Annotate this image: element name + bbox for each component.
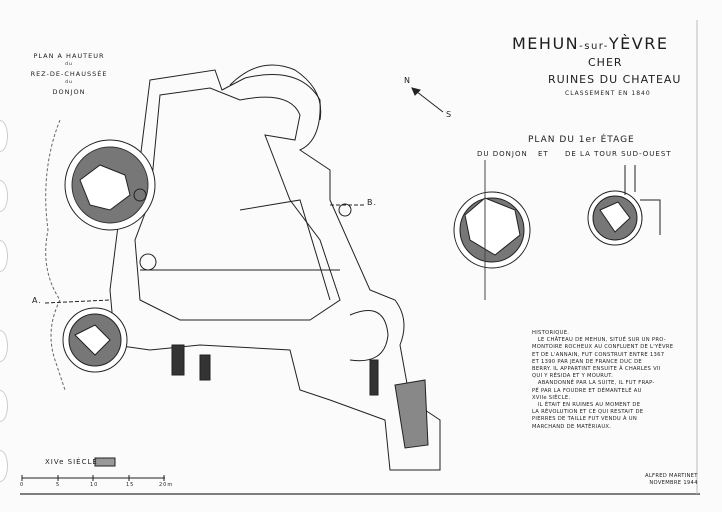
castle-outer-wall (109, 69, 441, 471)
scale-tick-label: 15 (126, 482, 135, 488)
well (139, 253, 157, 271)
north-arrowhead-icon (411, 87, 421, 96)
xiv-wall-remnant (199, 354, 211, 381)
subtitle: RUINES DU CHATEAU (548, 73, 682, 86)
southwest-tower-room (74, 324, 111, 356)
first-floor-et-label: ET (538, 150, 549, 158)
left-plan-label-2: du (65, 62, 73, 67)
inner-wall (239, 199, 331, 301)
south-tower (349, 310, 389, 362)
section-line-a (44, 299, 111, 304)
left-plan-label-1: PLAN A HAUTEUR (33, 52, 105, 60)
section-b-label: B. (367, 198, 378, 207)
xiv-wall-remnant (369, 359, 379, 396)
north-label: N (404, 76, 411, 85)
south-label: S (446, 110, 453, 119)
legend-label: XIVe SIÈCLE (45, 458, 98, 466)
section-a-label: A. (32, 296, 42, 305)
history-note: HISTORIQUE. LE CHÂTEAU DE MEHUN, SITUÉ S… (532, 330, 674, 430)
title: MEHUN-sur-YÈVRE (512, 34, 669, 53)
left-plan-label-4: du (65, 80, 73, 85)
left-plan-label-3: REZ-DE-CHAUSSÉE (30, 70, 108, 78)
first-floor-tower-label: DE LA TOUR SUD-OUEST (565, 150, 672, 158)
southwest-tower-room-first-floor (599, 201, 631, 233)
author-name: ALFRED MARTINET (645, 473, 698, 479)
southeast-ruin (394, 379, 429, 449)
rock-outline (45, 119, 66, 391)
scale-tick-label: 0 (20, 482, 25, 488)
stair-b (338, 203, 352, 217)
legend-swatch-xiv (94, 457, 116, 467)
scale-tick-label: 20m (159, 482, 174, 488)
classification: CLASSEMENT EN 1840 (565, 90, 651, 97)
scale-tick-label: 10 (90, 482, 99, 488)
castle-inner-court (134, 87, 341, 321)
donjon-room (79, 164, 131, 211)
author-date: NOVEMBRE 1944 (649, 480, 698, 486)
xiv-wall-remnant (171, 344, 185, 376)
author-block: ALFRED MARTINET NOVEMBRE 1944 (645, 473, 698, 487)
department: CHER (588, 56, 623, 69)
donjon-stair (133, 188, 147, 202)
tower-wall-lines (624, 165, 661, 235)
scale-tick-label: 5 (56, 482, 61, 488)
left-plan-label-5: DONJON (52, 88, 86, 96)
first-floor-title: PLAN DU 1er ÉTAGE (528, 135, 635, 145)
first-floor-donjon-label: DU DONJON (477, 150, 528, 158)
north-tower (229, 64, 322, 121)
